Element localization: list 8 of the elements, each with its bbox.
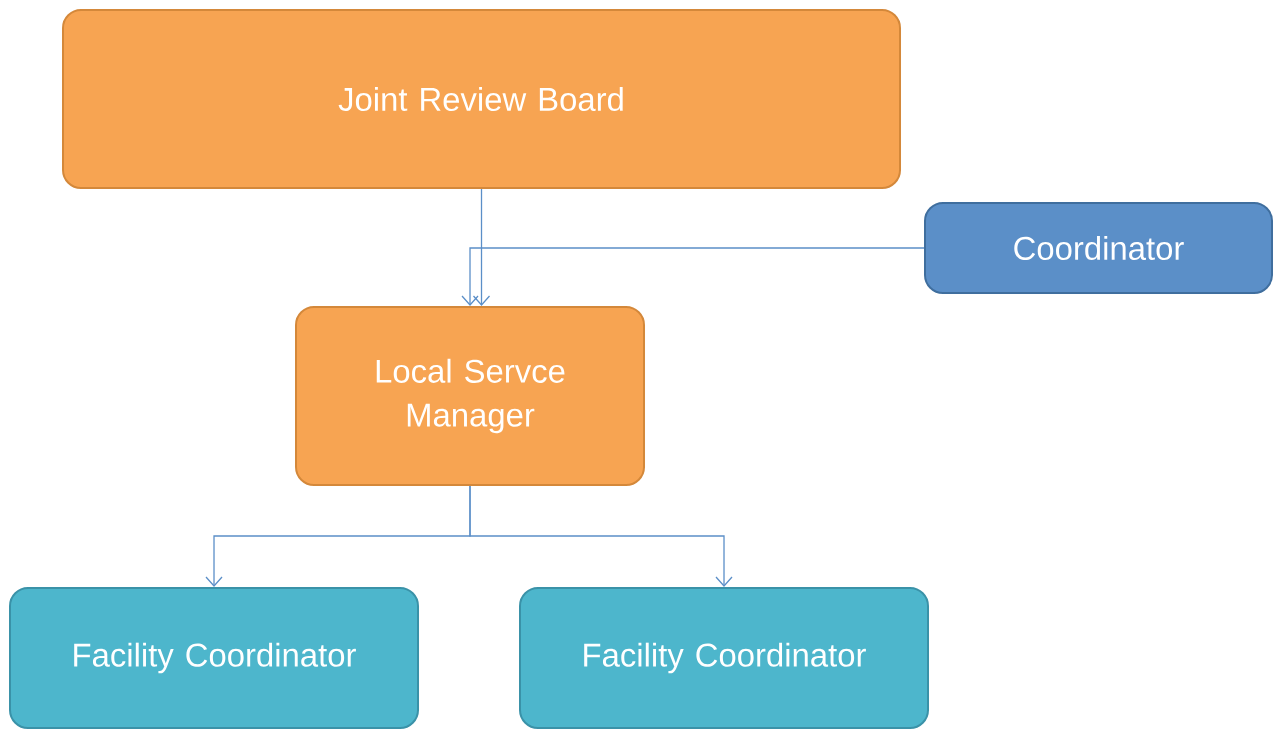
arrow: [469, 485, 733, 587]
process-box: Facility Coordinator: [519, 587, 929, 729]
process-box: Coordinator: [924, 202, 1273, 294]
process-box: Local Servce Manager: [295, 306, 645, 486]
process-box: Facility Coordinator: [9, 587, 419, 729]
process-box: Joint Review Board: [62, 9, 901, 189]
arrow: [461, 247, 925, 306]
arrow: [472, 188, 491, 306]
